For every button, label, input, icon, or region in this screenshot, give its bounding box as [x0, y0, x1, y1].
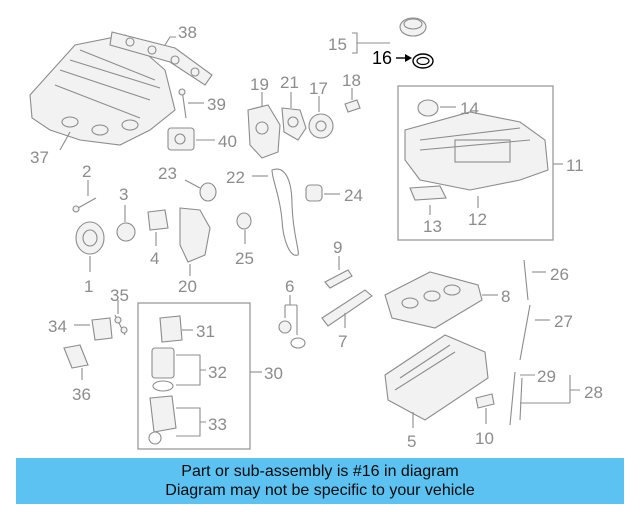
sensor-40 — [167, 127, 195, 151]
valve-cover — [404, 111, 549, 191]
callout-9: 9 — [333, 238, 342, 257]
gasket-9 — [324, 269, 353, 289]
oil-cap-14 — [417, 99, 439, 117]
callout-22: 22 — [226, 168, 245, 187]
callout-30: 30 — [264, 364, 283, 383]
oil-pan-5 — [384, 334, 489, 421]
callout-32: 32 — [208, 363, 227, 382]
callout-1: 1 — [84, 277, 93, 296]
callout-38: 38 — [178, 23, 197, 42]
callout-4: 4 — [150, 249, 159, 268]
callout-10: 10 — [475, 429, 494, 448]
sprocket-17 — [308, 113, 334, 139]
filter-element-32 — [151, 347, 175, 392]
seal-23 — [199, 182, 217, 202]
callout-31: 31 — [196, 322, 215, 341]
callout-7: 7 — [338, 332, 347, 351]
idler-24 — [305, 184, 323, 202]
info-banner: Part or sub-assembly is #16 in diagram D… — [16, 458, 624, 504]
callout-39: 39 — [207, 95, 226, 114]
pulley-1 — [75, 221, 105, 255]
seal-ring-16 — [412, 53, 434, 69]
callout-13: 13 — [423, 217, 442, 236]
callout-21: 21 — [280, 73, 299, 92]
timing-cover-19 — [247, 104, 281, 159]
callout-19: 19 — [250, 75, 269, 94]
key-18 — [344, 99, 361, 113]
callout-37: 37 — [30, 148, 49, 167]
drain-plug-10 — [475, 393, 495, 409]
callout-36: 36 — [72, 385, 91, 404]
dipstick-27 — [519, 304, 531, 361]
banner-line-1: Part or sub-assembly is #16 in diagram — [181, 463, 459, 480]
callout-16: 16 — [372, 48, 392, 68]
plug-6 — [278, 320, 306, 349]
oil-pipe-29 — [509, 371, 523, 426]
callout-2: 2 — [82, 162, 91, 181]
oil-filter-box — [137, 302, 251, 450]
bracket-36 — [63, 344, 89, 369]
callout-27: 27 — [554, 312, 573, 331]
engine-parts-diagram: 37 38 39 40 19 21 17 — [29, 17, 603, 451]
callout-20: 20 — [178, 277, 197, 296]
callout-5: 5 — [407, 432, 416, 451]
callout-25: 25 — [235, 249, 254, 268]
roller-25 — [236, 212, 252, 230]
gasket-13 — [409, 185, 447, 201]
callout-34: 34 — [48, 317, 67, 336]
valve-cover-box — [397, 85, 554, 241]
manifold-gasket — [109, 31, 213, 86]
callout-11: 11 — [566, 156, 584, 175]
callout-18: 18 — [342, 71, 361, 90]
timing-belt-22 — [271, 168, 299, 256]
callout-8: 8 — [501, 287, 510, 306]
bolt-2 — [72, 197, 97, 213]
callout-26: 26 — [550, 265, 569, 284]
callout-28: 28 — [584, 383, 603, 402]
callout-40: 40 — [218, 132, 237, 151]
callout-23: 23 — [158, 164, 177, 183]
clip-35 — [114, 314, 128, 336]
callout-35: 35 — [110, 286, 129, 305]
gear-3 — [116, 222, 136, 242]
pump-4 — [147, 209, 169, 231]
banner-line-2: Diagram may not be specific to your vehi… — [165, 482, 475, 499]
callout-33: 33 — [208, 415, 227, 434]
callout-17: 17 — [309, 79, 328, 98]
callout-24: 24 — [344, 186, 363, 205]
callout-12: 12 — [468, 210, 487, 229]
bolt-39 — [178, 88, 187, 119]
tensioner-21 — [281, 107, 307, 141]
callout-15: 15 — [328, 35, 347, 54]
intake-manifold — [29, 34, 176, 146]
filter-cap-31 — [159, 315, 183, 343]
dipstick-tube-26 — [523, 259, 529, 301]
callout-14: 14 — [460, 99, 479, 118]
callout-6: 6 — [285, 277, 294, 296]
callout-29: 29 — [537, 367, 556, 386]
oil-pan-gasket-8 — [384, 271, 483, 329]
callout-3: 3 — [119, 185, 128, 204]
bracket-20 — [179, 207, 211, 263]
filter-housing-33 — [148, 395, 177, 445]
oil-filler-cap-15 — [399, 17, 427, 37]
mount-34 — [91, 317, 113, 341]
gasket-7 — [321, 289, 373, 327]
